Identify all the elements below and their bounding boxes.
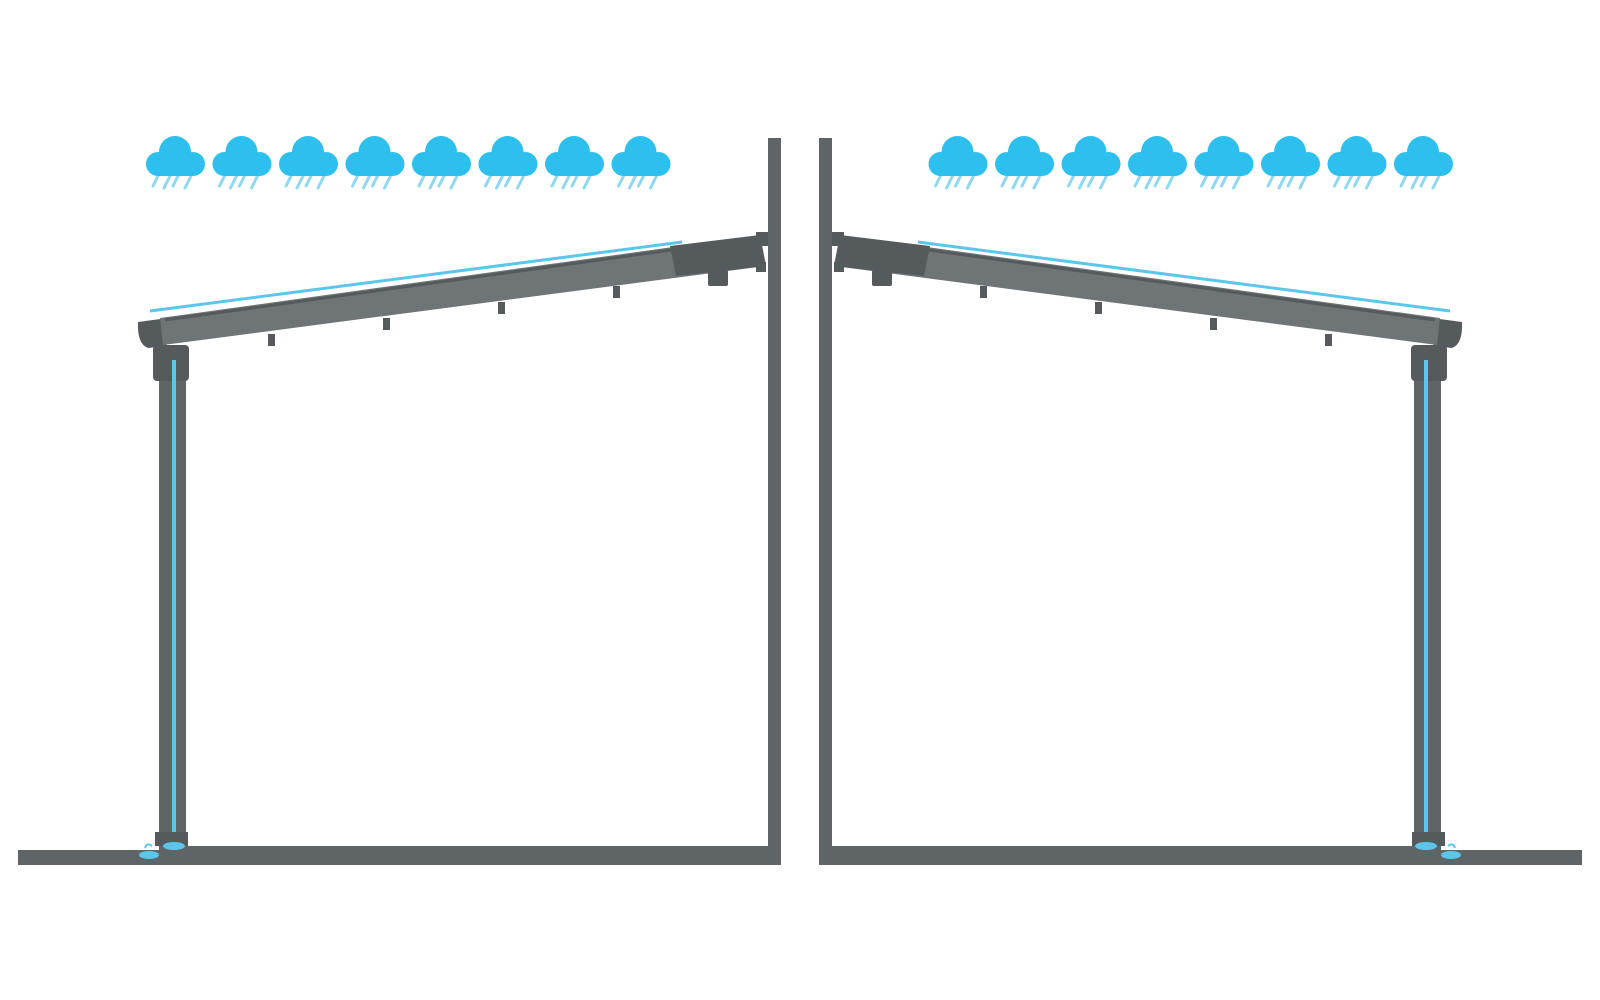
building-wall xyxy=(819,138,832,865)
hanger-pin xyxy=(498,302,505,314)
hanger-pin xyxy=(1095,302,1102,314)
cloud-rain-icon xyxy=(995,136,1054,190)
water-puddle xyxy=(163,842,185,850)
cloud-rain-icon xyxy=(279,136,338,190)
roof-rear-box xyxy=(670,235,766,276)
post-head xyxy=(1411,345,1447,381)
cloud-rain-icon xyxy=(146,136,205,190)
downpipe-water xyxy=(172,360,176,844)
roof-rear-box xyxy=(834,235,930,276)
motor-housing xyxy=(872,270,892,286)
cloud-rain-icon xyxy=(412,136,471,190)
hanger-pin xyxy=(613,286,620,298)
wall-bracket xyxy=(832,232,844,246)
building-wall xyxy=(768,138,781,865)
cloud-rain-icon xyxy=(1128,136,1187,190)
post-foot xyxy=(1412,832,1445,846)
motor-housing xyxy=(708,270,728,286)
floor-inner-line xyxy=(183,846,773,852)
cloud-rain-icon xyxy=(345,136,405,190)
left-installation xyxy=(18,136,781,865)
cloud-rain-icon xyxy=(545,136,604,190)
ground-slab xyxy=(820,850,1582,865)
post-head xyxy=(153,345,189,381)
roof-water-film xyxy=(917,240,1451,313)
water-puddle xyxy=(1415,842,1437,850)
cloud-rain-icon xyxy=(928,136,988,190)
downpipe-water xyxy=(1424,360,1428,844)
wall-bracket xyxy=(756,232,768,246)
water-outlet xyxy=(139,851,159,859)
right-installation xyxy=(819,136,1582,865)
hanger-pin xyxy=(980,286,987,298)
cloud-rain-icon xyxy=(212,136,272,190)
roof-beam xyxy=(160,235,766,345)
ground-slab xyxy=(18,850,780,865)
rain-clouds-row xyxy=(928,136,1453,190)
cloud-rain-icon xyxy=(1261,136,1320,190)
roof-water-film xyxy=(149,240,683,313)
hanger-pin xyxy=(1325,334,1332,346)
roof-beam xyxy=(834,235,1440,345)
cloud-rain-icon xyxy=(478,136,538,190)
water-outlet xyxy=(1441,851,1461,859)
hanger-pin xyxy=(1210,318,1217,330)
post-foot xyxy=(155,832,188,846)
hanger-pin xyxy=(383,318,390,330)
cloud-rain-icon xyxy=(611,136,671,190)
cloud-rain-icon xyxy=(1194,136,1254,190)
rain-clouds-row xyxy=(146,136,671,190)
hanger-pin xyxy=(268,334,275,346)
cloud-rain-icon xyxy=(1327,136,1387,190)
cloud-rain-icon xyxy=(1061,136,1121,190)
floor-inner-line xyxy=(827,846,1417,852)
cloud-rain-icon xyxy=(1394,136,1453,190)
